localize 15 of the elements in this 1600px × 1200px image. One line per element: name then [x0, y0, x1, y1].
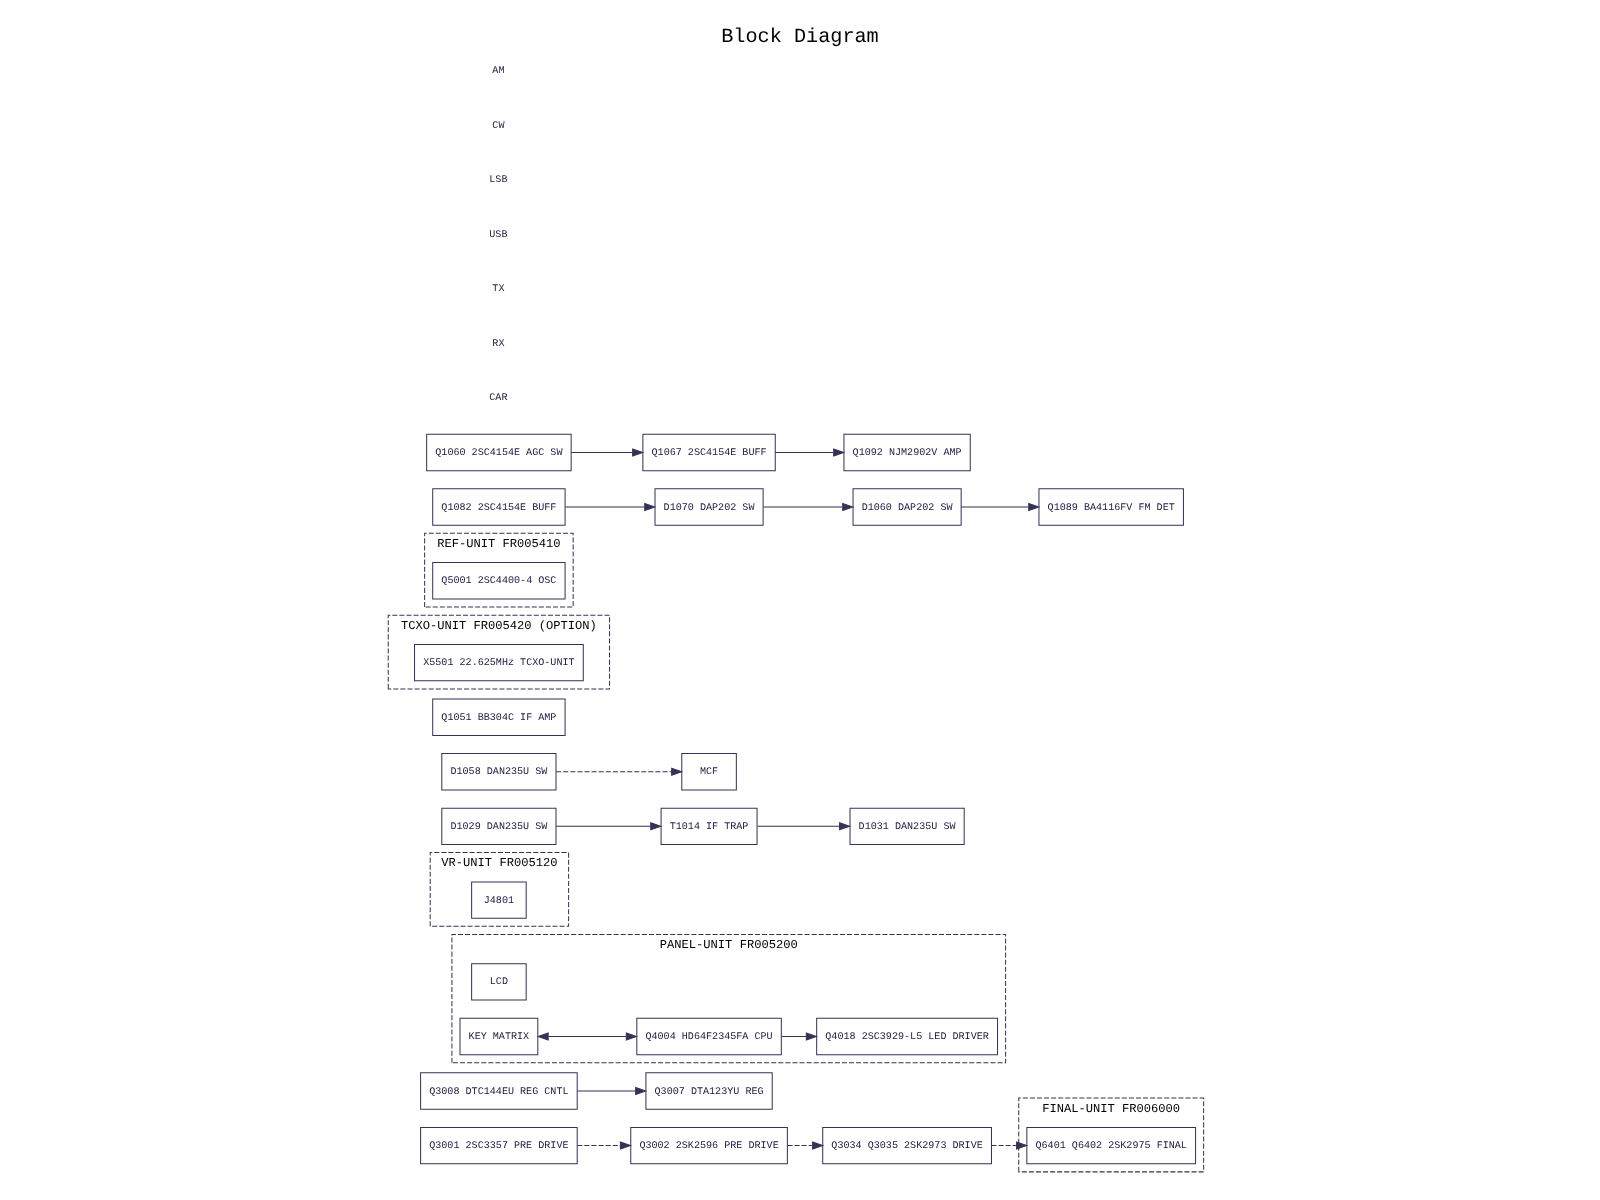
arrow: [990, 1140, 1029, 1149]
arrow: [555, 821, 663, 830]
arrow: [576, 1140, 633, 1149]
arrow: [564, 501, 657, 511]
arrow: [536, 1031, 638, 1040]
arrow: [555, 766, 684, 775]
arrow: [960, 501, 1041, 511]
arrow: [774, 447, 846, 456]
arrow: [570, 447, 645, 456]
arrow: [576, 1085, 648, 1095]
arrow: [762, 501, 855, 511]
arrow: [787, 1140, 825, 1149]
diagram-title: Block Diagram: [721, 27, 879, 50]
arrow: [780, 1031, 818, 1040]
arrow: [757, 821, 852, 830]
